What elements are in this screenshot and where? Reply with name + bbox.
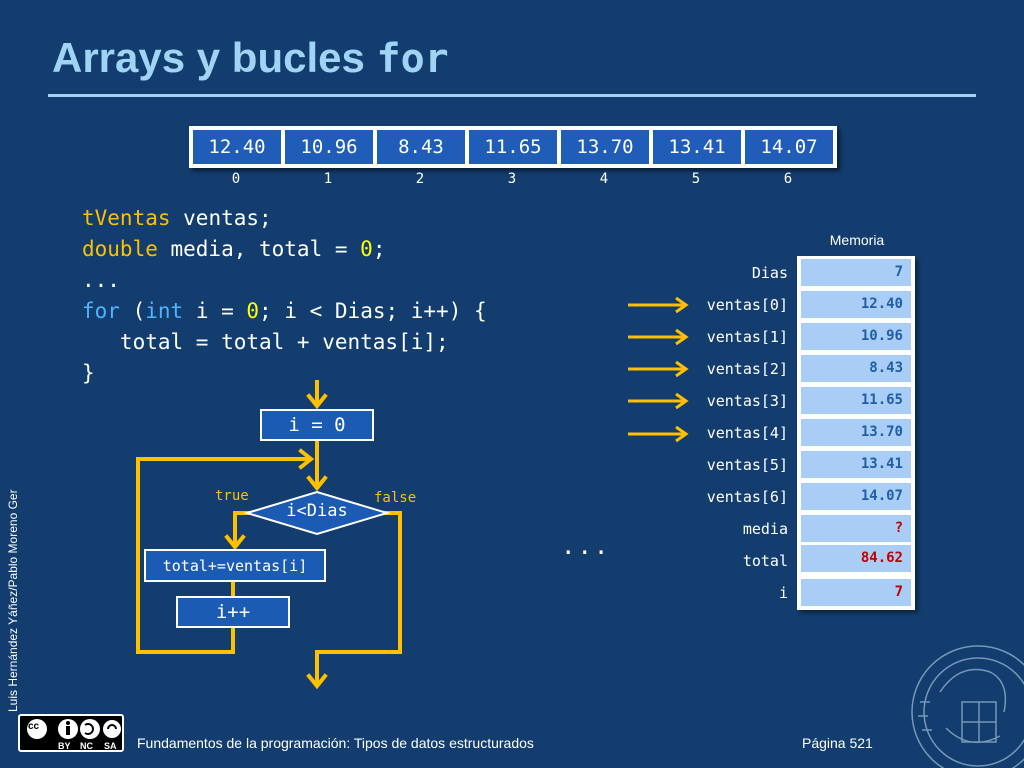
array-cell: 11.65	[469, 130, 557, 164]
code-line-1: tVentas ventas;	[82, 206, 272, 230]
slide-title: Arrays y bucles for	[52, 34, 449, 82]
code-line-5: total = total + ventas[i];	[82, 330, 449, 354]
array-cell: 14.07	[745, 130, 833, 164]
memory-value: 14.07	[801, 483, 911, 510]
code-text: i =	[183, 299, 247, 323]
university-seal-icon	[911, 645, 1024, 768]
flow-false-label: false	[374, 490, 417, 506]
memory-label: ventas[4]	[706, 424, 788, 442]
flow-condition: i<Dias	[286, 501, 348, 521]
memory-title: Memoria	[829, 232, 885, 248]
code-line-2: double media, total = 0;	[82, 237, 385, 261]
memory-value: 13.70	[801, 419, 911, 446]
array-index: 4	[599, 171, 609, 187]
array-index: 5	[691, 171, 701, 187]
license-cc-logo: cc	[28, 721, 40, 732]
title-divider	[48, 94, 976, 97]
array-index: 0	[231, 171, 241, 187]
license-sa: SA	[104, 741, 117, 751]
memory-value: 11.65	[801, 387, 911, 414]
array-cell: 13.70	[561, 130, 649, 164]
flow-init-box: i = 0	[260, 409, 374, 441]
code-text: (	[119, 299, 146, 323]
memory-label: i	[778, 584, 788, 602]
code-text: ;	[372, 237, 386, 261]
array-index: 2	[415, 171, 425, 187]
license-nc: NC	[80, 741, 93, 751]
array-index: 1	[323, 171, 333, 187]
title-text: Arrays y bucles	[52, 34, 377, 81]
license-by: BY	[58, 741, 71, 751]
license-icons	[27, 719, 121, 739]
memory-value: 7	[801, 259, 911, 286]
array-cell: 12.40	[193, 130, 281, 164]
memory-value: 12.40	[801, 291, 911, 318]
memory-label: ventas[6]	[706, 488, 788, 506]
code-keyword: for	[82, 299, 120, 323]
memory-label: ventas[0]	[706, 296, 788, 314]
code-text: ventas;	[170, 206, 272, 230]
flow-body-box: total+=ventas[i]	[144, 549, 326, 582]
footer-page: Página 521	[802, 735, 873, 751]
array-index: 6	[783, 171, 793, 187]
memory-value: 10.96	[801, 323, 911, 350]
memory-value: 13.41	[801, 451, 911, 478]
code-type: double	[82, 237, 158, 261]
flow-true-label: true	[215, 488, 249, 504]
array-cell: 8.43	[377, 130, 465, 164]
memory-label: ventas[5]	[706, 456, 788, 474]
ellipsis: ...	[561, 532, 611, 560]
code-line-3: ...	[82, 268, 120, 292]
code-line-4: for (int i = 0; i < Dias; i++) {	[82, 299, 487, 323]
memory-value: 84.62	[801, 545, 911, 572]
footer-course: Fundamentos de la programación: Tipos de…	[137, 735, 534, 751]
memory-label: total	[742, 552, 788, 570]
memory-label: ventas[1]	[706, 328, 788, 346]
memory-label: ventas[2]	[706, 360, 788, 378]
code-type: tVentas	[82, 206, 171, 230]
array-cell: 13.41	[653, 130, 741, 164]
code-number: 0	[246, 299, 260, 323]
license-badge: cc BY NC SA	[18, 714, 124, 752]
code-text: ; i < Dias; i++) {	[259, 299, 487, 323]
memory-label: ventas[3]	[706, 392, 788, 410]
title-keyword: for	[376, 36, 449, 82]
memory-value: 8.43	[801, 355, 911, 382]
memory-label: media	[742, 520, 788, 538]
array-strip: 12.40 10.96 8.43 11.65 13.70 13.41 14.07	[189, 126, 837, 168]
memory-value: 7	[801, 579, 911, 606]
code-line-6: }	[82, 361, 95, 385]
code-text: media, total =	[157, 237, 361, 261]
code-keyword: int	[145, 299, 184, 323]
memory-label: Dias	[751, 264, 788, 282]
authors-text: Luis Hernández Yáñez/Pablo Moreno Ger	[6, 489, 20, 712]
array-index: 3	[507, 171, 517, 187]
memory-value: ?	[801, 515, 911, 542]
array-cell: 10.96	[285, 130, 373, 164]
flow-increment-box: i++	[176, 596, 290, 628]
code-number: 0	[360, 237, 373, 261]
